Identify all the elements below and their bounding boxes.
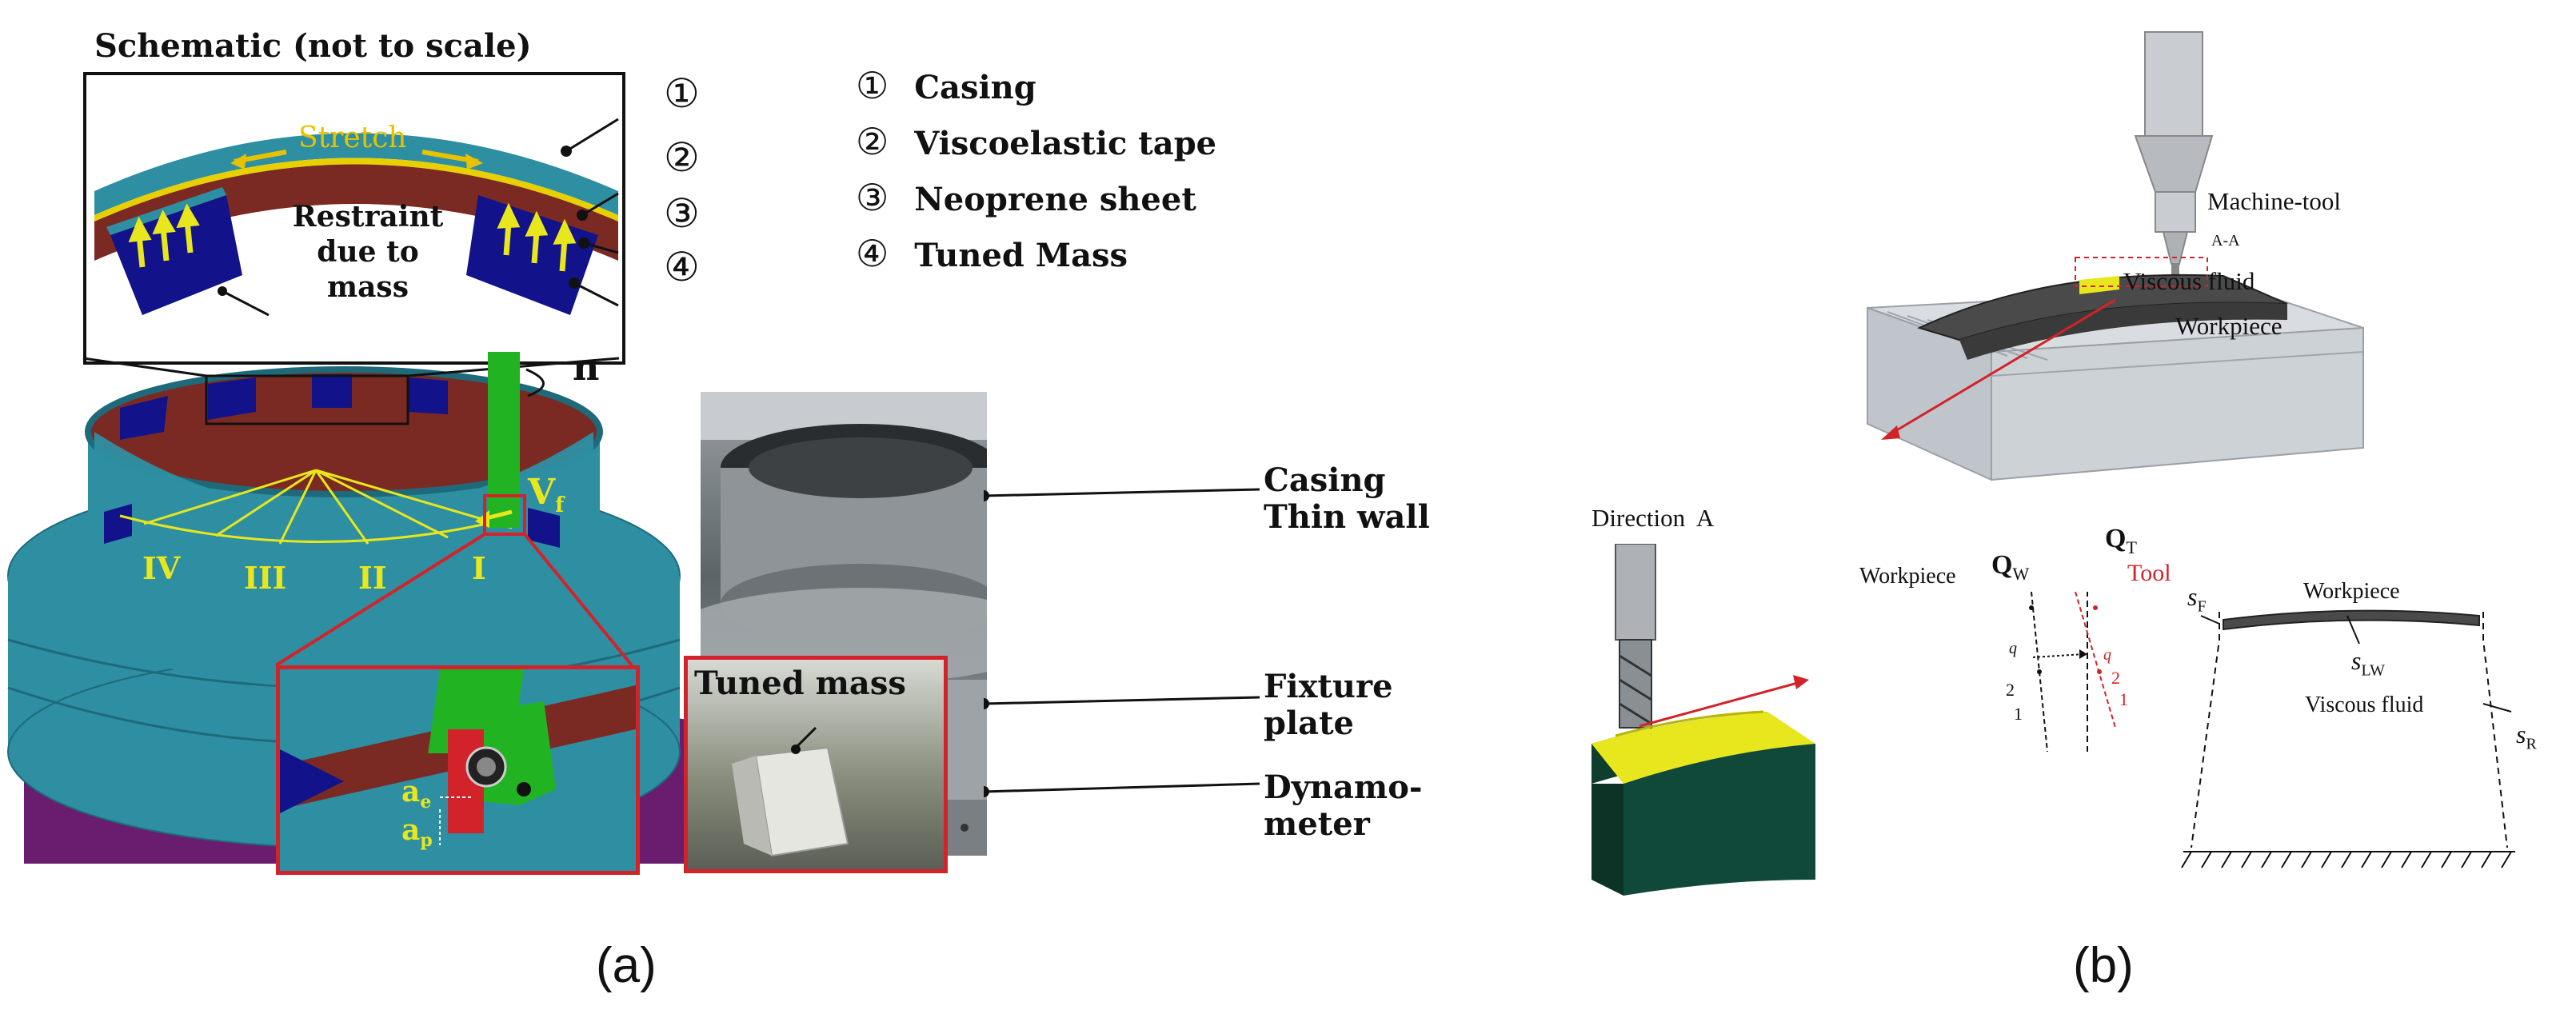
schematic-drawing <box>94 118 619 317</box>
qt-label: QT <box>2105 524 2137 558</box>
q-mark-right: q <box>2103 646 2111 664</box>
tuned-mass-right <box>466 195 598 315</box>
legend-item-neoprene: ③ Neoprene sheet <box>856 176 1216 232</box>
workpiece-label-top: Workpiece <box>2175 312 2282 340</box>
legend-label: Tuned Mass <box>914 237 1128 274</box>
restraint-line-2: due to mass <box>317 235 419 304</box>
photo-label-line: Dynamo- <box>1264 769 1423 806</box>
qw-subscript: W <box>2012 563 2030 584</box>
tuned-mass-photo <box>732 726 849 857</box>
restraint-label: Restraint due to mass <box>272 199 464 305</box>
q-mark-left: q <box>2009 640 2017 657</box>
photo-label-line: Thin wall <box>1264 498 1430 536</box>
feed-symbol: V <box>528 472 556 513</box>
detail-workpiece-label: Workpiece <box>1859 564 1956 589</box>
position-iv: IV <box>142 550 181 586</box>
position-ii: II <box>358 560 387 596</box>
ae-label: ae <box>401 775 431 812</box>
callout-1: ① <box>664 71 700 116</box>
callout-4: ④ <box>664 245 700 289</box>
restraint-line-1: Restraint <box>292 200 444 234</box>
photo-label-line: plate <box>1264 705 1355 742</box>
photo-label-line: meter <box>1264 805 1370 843</box>
section-label: A-A <box>2211 232 2240 250</box>
photo-leaders <box>984 488 1260 797</box>
legend-num: ④ <box>856 233 889 274</box>
slw-subscript: LW <box>2361 661 2386 680</box>
machine-drawing <box>1867 31 2364 481</box>
boundary-sketch <box>2181 609 2515 868</box>
sr-subscript: R <box>2526 735 2537 753</box>
direction-a-view <box>1592 544 1815 896</box>
legend-label: Casing <box>914 69 1036 106</box>
callout-2: ② <box>664 135 700 180</box>
tuned-mass-inset-label: Tuned mass <box>694 665 906 702</box>
mark-left-2: 2 <box>2006 680 2015 700</box>
sf-label: sF <box>2187 582 2207 616</box>
schematic-box: Stretch Restraint due to mass <box>83 72 625 365</box>
ap-symbol: a <box>401 813 421 847</box>
qt-symbol: Q <box>2105 524 2127 553</box>
mark-right-1: 1 <box>2119 689 2128 709</box>
qw-label: QW <box>1991 550 2029 585</box>
stretch-label: Stretch <box>298 122 407 154</box>
legend-num: ① <box>856 65 889 106</box>
cutting-zoom-drawing <box>280 669 636 845</box>
ae-subscript: e <box>420 792 432 813</box>
legend-num: ③ <box>856 177 889 218</box>
legend-label: Neoprene sheet <box>914 181 1196 218</box>
legend-item-viscoelastic: ② Viscoelastic tape <box>856 120 1216 176</box>
legend-label: Viscoelastic tape <box>914 125 1217 162</box>
tuned-mass-left <box>106 187 242 315</box>
ap-label: ap <box>401 813 433 851</box>
legend: ① Casing ② Viscoelastic tape ③ Neoprene … <box>856 64 1216 288</box>
tuned-mass-inset: Tuned mass <box>684 656 948 873</box>
tool-label: Tool <box>2127 560 2171 586</box>
spindle-speed-label: n <box>573 345 600 389</box>
detail-sketch <box>2029 592 2116 753</box>
sf-subscript: F <box>2197 597 2207 616</box>
sr-label: sR <box>2516 720 2537 753</box>
slw-symbol: s <box>2351 646 2362 675</box>
position-iii: III <box>244 560 287 596</box>
schematic-title: Schematic (not to scale) <box>94 27 532 65</box>
sf-symbol: s <box>2187 582 2198 611</box>
panel-b: Machine-tool A-A Viscous fluid Workpiece… <box>1440 0 2576 1026</box>
photo-label-line: Fixture <box>1264 668 1393 705</box>
caption-b: (b) <box>2073 938 2134 993</box>
direction-a-label: Direction A <box>1592 504 1715 532</box>
caption-a: (a) <box>596 938 657 993</box>
mark-right-2: 2 <box>2111 668 2120 688</box>
callout-3: ③ <box>664 191 700 236</box>
legend-item-tuned-mass: ④ Tuned Mass <box>856 232 1216 288</box>
feed-subscript: f <box>555 493 565 517</box>
machine-tool-label: Machine-tool <box>2207 187 2342 215</box>
slw-label: sLW <box>2351 646 2385 680</box>
legend-num: ② <box>856 121 889 162</box>
ae-symbol: a <box>401 775 421 808</box>
feed-label: Vf <box>528 472 564 517</box>
viscous-fluid-label: Viscous fluid <box>2123 267 2255 295</box>
cutting-zoom-inset: ae ap <box>276 665 640 875</box>
boundary-fluid-label: Viscous fluid <box>2305 693 2424 717</box>
qt-subscript: T <box>2126 537 2137 557</box>
photo-label-casing: Casing Thin wall <box>1264 462 1430 536</box>
panel-a: Schematic (not to scale) <box>7 27 1430 993</box>
ap-subscript: p <box>420 830 433 852</box>
sr-symbol: s <box>2516 720 2526 749</box>
position-i: I <box>472 550 486 586</box>
qw-symbol: Q <box>1991 550 2013 580</box>
photo-label-dynamometer: Dynamo- meter <box>1264 769 1423 843</box>
mark-left-1: 1 <box>2014 704 2023 724</box>
photo-label-fixture: Fixture plate <box>1264 669 1393 742</box>
photo-label-line: Casing <box>1264 461 1386 499</box>
legend-item-casing: ① Casing <box>856 64 1216 120</box>
boundary-workpiece-label: Workpiece <box>2303 579 2400 604</box>
